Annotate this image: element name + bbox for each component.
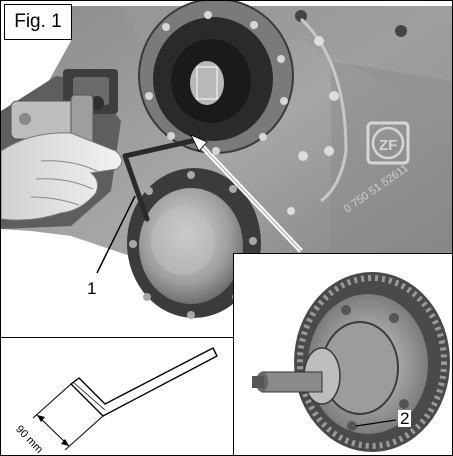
hand: [1, 132, 123, 221]
hex-key: [122, 135, 208, 159]
cover-plate: [127, 168, 261, 319]
svg-text:ZF: ZF: [379, 137, 397, 154]
callout-arrow: [195, 139, 303, 253]
hex-key-drawing: [32, 347, 218, 451]
pipe-fitting: [10, 94, 94, 146]
hex-key-inset: 90 mm: [1, 337, 234, 455]
leader-1: [96, 195, 136, 274]
figure-label: Fig. 1: [4, 4, 72, 40]
upper-flange: [138, 1, 294, 155]
gear-inset: 2: [233, 253, 452, 455]
transmission-photo: ZF 0 750 51 52611: [1, 1, 452, 331]
leader-2: [355, 419, 397, 427]
callout-number-1: 1: [87, 279, 97, 298]
zf-logo: ZF: [366, 121, 410, 165]
gear-photo: [234, 254, 452, 455]
callout-number-2: 2: [398, 409, 412, 428]
